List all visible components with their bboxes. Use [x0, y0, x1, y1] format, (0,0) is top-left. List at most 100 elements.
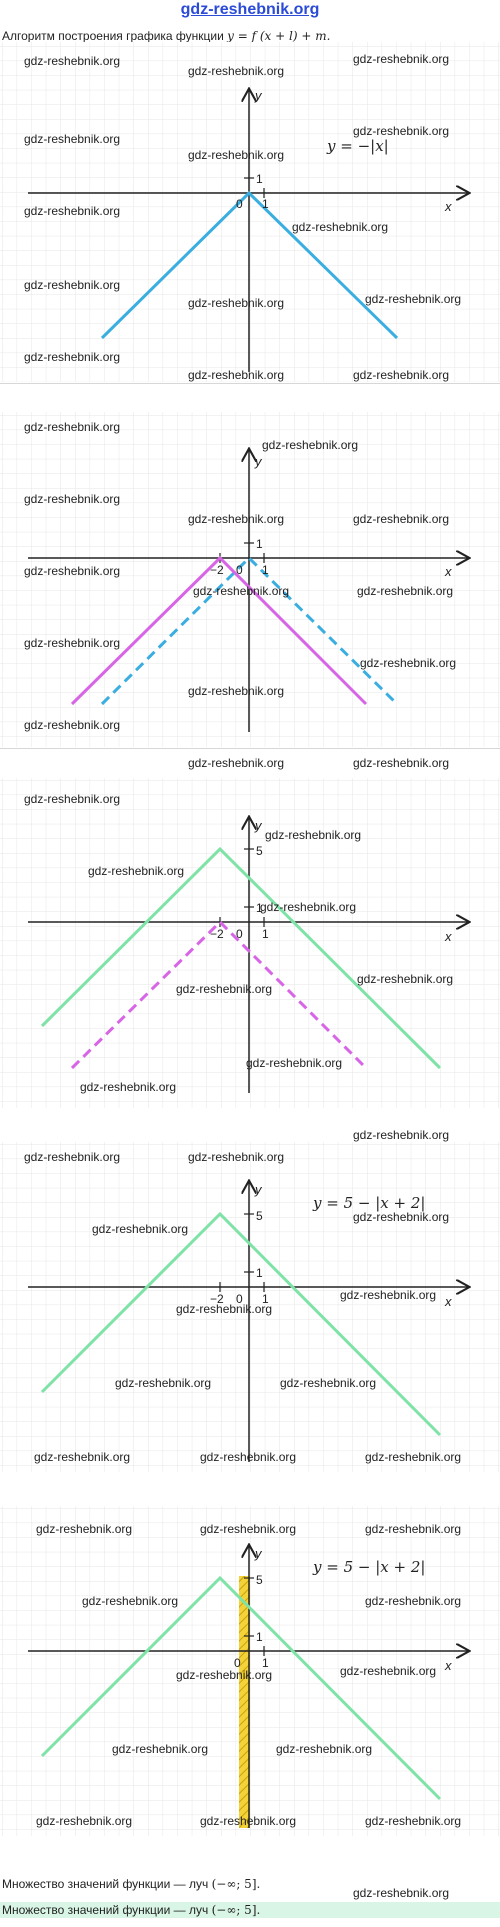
graph-panel-3: y x 5 −2 0 1 1	[0, 778, 500, 1108]
watermark: gdz-reshebnik.org	[24, 204, 121, 218]
intro-text: Алгоритм построения графика функции	[2, 29, 228, 43]
watermark: gdz-reshebnik.org	[357, 584, 454, 598]
tick-label-origin: 0	[234, 1656, 241, 1670]
watermark: gdz-reshebnik.org	[340, 1664, 437, 1678]
tick-label-origin: 0	[236, 1292, 243, 1306]
graph-shifted-left-dashed	[70, 919, 368, 1070]
watermark: gdz-reshebnik.org	[292, 220, 389, 234]
tick-label-x-neg-two: −2	[210, 927, 224, 941]
axis-label-y: y	[254, 1546, 263, 1561]
watermark: gdz-reshebnik.org	[24, 718, 121, 732]
axis-label-x: x	[444, 929, 452, 944]
watermark: gdz-reshebnik.org	[24, 636, 121, 650]
watermark: gdz-reshebnik.org	[353, 368, 450, 382]
answer-line-highlighted: Множество значений функции — луч (−∞; 5]…	[0, 1902, 500, 1918]
graph-panel-5: y x 5 0 1 1 y = 5 − |x + 2|	[0, 1506, 500, 1836]
watermark: gdz-reshebnik.org	[188, 512, 285, 526]
watermark: gdz-reshebnik.org	[112, 1742, 209, 1756]
watermark: gdz-reshebnik.org	[176, 1668, 273, 1682]
equation-label: y = −|x|	[326, 137, 389, 155]
watermark: gdz-reshebnik.org	[176, 982, 273, 996]
answer-text: Множество значений функции — луч	[2, 1877, 212, 1891]
watermark: gdz-reshebnik.org	[188, 756, 285, 770]
tick-label-y-one: 1	[256, 537, 263, 551]
watermark: gdz-reshebnik.org	[24, 350, 121, 364]
tick-label-y-five: 5	[256, 1209, 263, 1223]
watermark: gdz-reshebnik.org	[24, 278, 121, 292]
watermark: gdz-reshebnik.org	[265, 828, 362, 842]
graph-y-neg-abs-x	[100, 190, 399, 340]
watermark: gdz-reshebnik.org	[82, 1594, 179, 1608]
watermark: gdz-reshebnik.org	[353, 52, 450, 66]
graph-panel-1: y x 0 1 1 y = −|x|	[0, 42, 500, 382]
graph-2-svg: y x −2 0 1 1	[0, 412, 500, 747]
tick-label-x-one: 1	[262, 1292, 269, 1306]
axis-label-y: y	[254, 88, 263, 103]
graph-shifted-left	[70, 555, 368, 706]
watermark: gdz-reshebnik.org	[34, 1450, 131, 1464]
watermark: gdz-reshebnik.org	[188, 368, 285, 382]
graph-shifted-up	[40, 846, 442, 1070]
panel-divider	[0, 748, 500, 749]
watermark: gdz-reshebnik.org	[276, 1742, 373, 1756]
watermark: gdz-reshebnik.org	[262, 438, 359, 452]
graph-original-dashed	[100, 555, 399, 706]
tick-label-x-one: 1	[262, 563, 269, 577]
axis-label-x: x	[444, 1294, 452, 1309]
tick-label-y-five: 5	[256, 1573, 263, 1587]
answer-interval: (−∞; 5].	[211, 1903, 261, 1917]
graph-panel-4: y x 5 −2 0 1 1 y = 5 − |x + 2|	[0, 1142, 500, 1472]
range-highlight	[239, 1576, 250, 1828]
watermark: gdz-reshebnik.org	[353, 512, 450, 526]
answer-interval: (−∞; 5].	[211, 1877, 261, 1891]
tick-label-y-one: 1	[256, 901, 263, 915]
tick-label-x-neg-two: −2	[210, 1292, 224, 1306]
watermark: gdz-reshebnik.org	[365, 292, 462, 306]
tick-label-x-one: 1	[262, 197, 269, 211]
axis-label-x: x	[444, 1658, 452, 1673]
tick-label-y-one: 1	[256, 1266, 263, 1280]
watermark: gdz-reshebnik.org	[188, 296, 285, 310]
watermark: gdz-reshebnik.org	[353, 756, 450, 770]
axis-label-x: x	[444, 564, 452, 579]
watermark: gdz-reshebnik.org	[365, 1522, 462, 1536]
graph-final	[40, 1211, 442, 1437]
watermark: gdz-reshebnik.org	[176, 1302, 273, 1316]
watermark: gdz-reshebnik.org	[340, 1288, 437, 1302]
watermark: gdz-reshebnik.org	[246, 1056, 343, 1070]
graph-final	[40, 1575, 442, 1801]
axis-label-y: y	[254, 818, 263, 833]
watermark: gdz-reshebnik.org	[365, 1814, 462, 1828]
watermark: gdz-reshebnik.org	[357, 972, 454, 986]
tick-label-origin: 0	[236, 927, 243, 941]
watermark: gdz-reshebnik.org	[360, 656, 457, 670]
answer-text: Множество значений функции — луч	[2, 1903, 212, 1917]
site-header[interactable]: gdz-reshebnik.org	[180, 1, 320, 18]
axis-label-y: y	[254, 454, 263, 469]
watermark: gdz-reshebnik.org	[353, 124, 450, 138]
equation-label: y = 5 − |x + 2|	[312, 1558, 425, 1576]
axis-label-y: y	[254, 1182, 263, 1197]
tick-label-x-one: 1	[262, 927, 269, 941]
watermark: gdz-reshebnik.org	[80, 1080, 177, 1094]
watermark: gdz-reshebnik.org	[92, 1222, 189, 1236]
watermark: gdz-reshebnik.org	[188, 148, 285, 162]
tick-label-origin: 0	[236, 197, 243, 211]
watermark: gdz-reshebnik.org	[365, 1594, 462, 1608]
watermark: gdz-reshebnik.org	[36, 1522, 133, 1536]
watermark: gdz-reshebnik.org	[88, 864, 185, 878]
watermark: gdz-reshebnik.org	[24, 420, 121, 434]
graph-panel-2: y x −2 0 1 1	[0, 412, 500, 747]
intro-line: Алгоритм построения графика функции y = …	[2, 28, 330, 44]
tick-label-y-one: 1	[256, 1630, 263, 1644]
answer-line: Множество значений функции — луч (−∞; 5]…	[2, 1876, 260, 1892]
tick-label-origin: 0	[236, 563, 243, 577]
tick-label-x-one: 1	[262, 1656, 269, 1670]
equation-label: y = 5 − |x + 2|	[312, 1194, 425, 1212]
intro-formula: y = f (x + l) + m.	[227, 29, 331, 43]
watermark: gdz-reshebnik.org	[24, 1150, 121, 1164]
watermark: gdz-reshebnik.org	[188, 64, 285, 78]
tick-label-y-one: 1	[256, 172, 263, 186]
watermark: gdz-reshebnik.org	[193, 584, 290, 598]
watermark: gdz-reshebnik.org	[200, 1522, 297, 1536]
